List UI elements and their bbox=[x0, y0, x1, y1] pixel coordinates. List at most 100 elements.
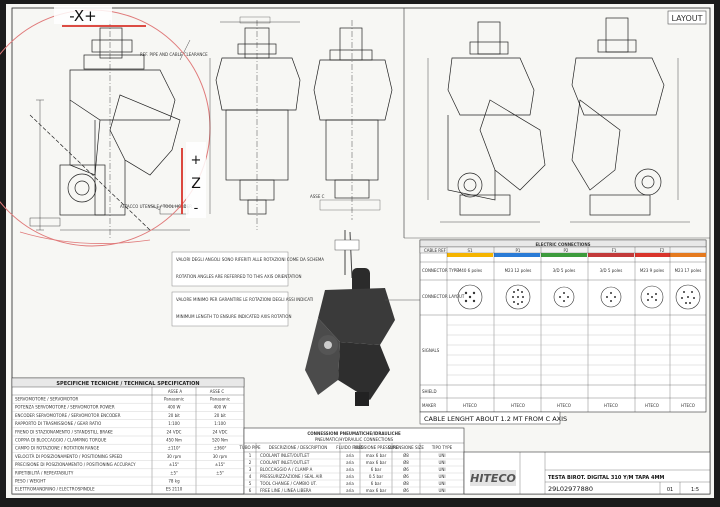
signal-grid-lines bbox=[447, 324, 706, 376]
electrical-table: ELECTRIC CONNECTIONS CABLE REF S1 P1 P2 … bbox=[419, 239, 707, 413]
spec-row-value-a: 1:100 bbox=[168, 421, 180, 426]
x-axis-label-bg bbox=[54, 6, 112, 24]
spec-row-label: SERVOMOTORE / SERVOMOTOR bbox=[15, 397, 78, 402]
specs-title: SPECIFICHE TECNICHE / TECHNICAL SPECIFIC… bbox=[56, 381, 199, 387]
pneumatic-table: CONNESSIONI PNEUMATICHE/IDRAULICHE PNEUM… bbox=[239, 427, 465, 495]
row-label-maker: MAKER bbox=[422, 403, 436, 408]
col-color-encoder-a bbox=[635, 253, 670, 257]
pneumatic-cell: Ø6 bbox=[403, 488, 409, 493]
pneumatic-cell: UNI bbox=[438, 460, 445, 465]
col-color-power-a bbox=[541, 253, 587, 257]
spec-row-value-a: ±110° bbox=[168, 446, 181, 451]
side-view-1 bbox=[29, 20, 191, 240]
connector-pins bbox=[464, 289, 695, 305]
spec-row-value-a: 30 rpm bbox=[167, 454, 182, 459]
spec-row-value-a: 450 Nm bbox=[166, 438, 182, 443]
maker-p2: HTECO bbox=[557, 403, 571, 408]
pneumatic-cell: UNI bbox=[438, 488, 445, 493]
maker-s1: HTECO bbox=[463, 403, 477, 408]
spec-row-label: COPPIA DI BLOCCAGGIO / CLAMPING TORQUE bbox=[15, 438, 107, 443]
pneumatic-cell: Ø8 bbox=[403, 453, 409, 458]
pneu-h-type: TIPO TYPE bbox=[431, 445, 453, 450]
pneumatic-cell: UNI bbox=[438, 481, 445, 486]
logo-box bbox=[470, 470, 516, 486]
connector-type-p2: 3/D 5 poles bbox=[553, 268, 576, 273]
spec-row-value-a: 78 kg bbox=[168, 479, 180, 484]
spec-row-value-c: 400 W bbox=[214, 405, 227, 410]
pneumatic-cell: aria bbox=[346, 453, 354, 458]
pneumatic-cell: max 6 bar bbox=[366, 488, 387, 493]
pneu-h-size: DIMENSIONE SIZE bbox=[388, 445, 424, 450]
electrical-header-ref: CABLE REF bbox=[424, 248, 447, 253]
pneumatic-cell: Ø6 bbox=[403, 467, 409, 472]
maker-f1: HTECO bbox=[604, 403, 618, 408]
connector-type-p1: M23 12 poles bbox=[505, 268, 532, 273]
pneumatic-cell: COOLANT INLET/OUTLET bbox=[260, 453, 310, 458]
layout-tag-box bbox=[667, 10, 707, 25]
spec-row-value-a: Panasonic bbox=[164, 397, 184, 402]
z-axis-label: Z bbox=[191, 176, 201, 192]
pneumatic-cell: 4 bbox=[249, 474, 252, 479]
rotation-note-2-en: MINIMUM LENGTH TO ENSURE INDICATED AXIS … bbox=[176, 314, 291, 319]
rotation-note-1: VALORI DEGLI ANGOLI SONO RIFERITI ALLE R… bbox=[171, 251, 324, 287]
col-color-encoder-c bbox=[670, 253, 706, 257]
pneumatic-cell: BLOCCAGGIO A / CLAMP A bbox=[260, 467, 313, 472]
spec-row-label: PESO / WEIGHT bbox=[15, 479, 46, 484]
specs-table: SPECIFICHE TECNICHE / TECHNICAL SPECIFIC… bbox=[11, 377, 245, 495]
pneumatic-cell: aria bbox=[346, 460, 354, 465]
spec-row-label: FRENO DI STAZIONAMENTO / STANDSTILL BRAK… bbox=[15, 429, 113, 434]
col-color-spindle-power bbox=[447, 253, 493, 257]
pneumatic-cell: FREE LINE / LINEA LIBERA bbox=[260, 488, 311, 493]
maker-p1: HTECO bbox=[511, 403, 525, 408]
spec-row-label: PRECISIONE DI POSIZIONAMENTO / POSITIONI… bbox=[15, 462, 136, 467]
layout-tag: LAYOUT bbox=[672, 14, 703, 23]
pneumatic-title-en: PNEUMATIC/HYDRAULIC CONNECTIONS bbox=[315, 437, 394, 442]
spec-row-label: POTENZA SERVOMOTORE / SERVOMOTOR POWER bbox=[15, 405, 115, 410]
pneumatic-cell: COOLANT INLET/OUTLET bbox=[260, 460, 310, 465]
spec-row-label: RIPETIBILITÀ / REPEATABILITY bbox=[15, 470, 74, 475]
maker-f3: HTECO bbox=[681, 403, 695, 408]
spec-row-value-a: ±5" bbox=[170, 470, 178, 475]
pneumatic-cell: 5 bbox=[249, 481, 252, 486]
pneumatic-cell: aria bbox=[346, 467, 354, 472]
sheet-number: 01 bbox=[667, 487, 673, 493]
spec-row-value-a: 24 VDC bbox=[167, 429, 182, 434]
spec-row-label: ENCODER SERVOMOTORE / SERVOMOTOR ENCODER bbox=[15, 413, 121, 418]
z-axis-label-bg bbox=[186, 142, 206, 218]
z-axis-plus: + bbox=[191, 153, 202, 168]
row-label-connector-layout: CONNECTOR LAYOUT bbox=[422, 294, 465, 299]
pneumatic-cell: 6 bar bbox=[371, 481, 382, 486]
rotation-note-2-it: VALORE MINIMO PER GARANTIRE LE ROTAZIONI… bbox=[176, 297, 313, 302]
pipe-clearance-note: REF. PIPE AND CABLE CLEARANCE bbox=[140, 52, 208, 57]
pneumatic-cell: 1 bbox=[249, 453, 252, 458]
right-front-view bbox=[570, 17, 690, 223]
spec-row-value-c: ±5" bbox=[216, 470, 224, 475]
drawing-scale: 1:5 bbox=[691, 487, 699, 493]
electrical-header-f2: F2 bbox=[660, 248, 665, 253]
electrical-title: ELECTRIC CONNECTIONS bbox=[535, 242, 590, 247]
spec-row-value-c: 20 bit bbox=[214, 413, 226, 418]
spec-row-value-a: 20 bit bbox=[168, 413, 180, 418]
cable-note-box bbox=[419, 411, 561, 425]
spec-row-value-c: 520 Nm bbox=[212, 438, 228, 443]
row-label-shield: SHIELD bbox=[422, 389, 437, 394]
head-3d-render bbox=[305, 230, 420, 406]
pneumatic-cell: UNI bbox=[438, 453, 445, 458]
pneumatic-cell: Ø6 bbox=[403, 474, 409, 479]
connector-type-f1: 3/D 5 poles bbox=[600, 268, 623, 273]
spec-row-value-c: 30 rpm bbox=[213, 454, 228, 459]
pneumatic-cell: max 6 bar bbox=[366, 453, 387, 458]
pneu-h-pipe: TUBO PIPE bbox=[239, 445, 261, 450]
spec-row-value-c: ±15" bbox=[215, 462, 225, 467]
row-label-connector-type: CONNECTOR TYPE bbox=[422, 268, 459, 273]
pneumatic-cell: UNI bbox=[438, 467, 445, 472]
pneumatic-cell: 2 bbox=[249, 460, 252, 465]
spec-row-label: ELETTROMANDRINO / ELECTROSPINDLE bbox=[15, 487, 95, 492]
title-block: HITECO TESTA BIROT. DIGITAL 310 Y/M TAPA… bbox=[463, 451, 711, 495]
connector-type-s1: M40 6 poles bbox=[458, 268, 482, 273]
spec-row-value-c: ±360° bbox=[214, 446, 227, 451]
electrical-header-f1: F1 bbox=[612, 248, 617, 253]
spec-row-value-c: Panasonic bbox=[210, 397, 230, 402]
pneumatic-cell: 6 bar bbox=[371, 467, 382, 472]
electrical-header-p1: P1 bbox=[516, 248, 521, 253]
